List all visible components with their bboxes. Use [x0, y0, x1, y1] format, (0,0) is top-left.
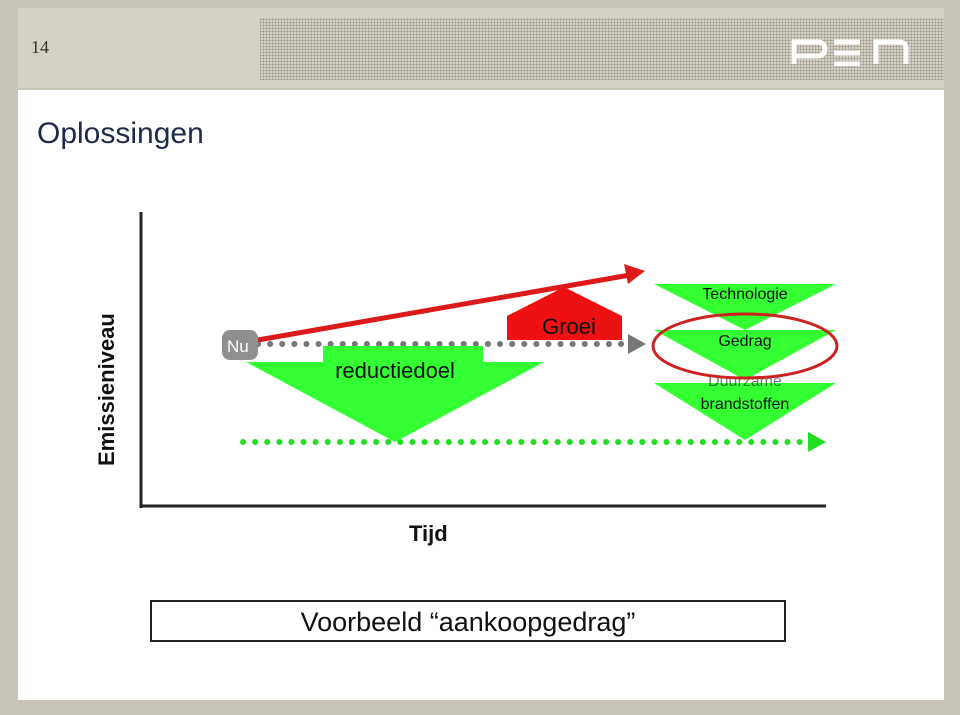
reduction-target-stem	[323, 346, 483, 364]
now-label: Nu	[227, 337, 249, 356]
technology-arrow	[654, 284, 836, 330]
fuels-label-line2: brandstoffen	[701, 396, 790, 413]
slide-title: Oplossingen	[37, 117, 204, 150]
target-level-arrowhead	[808, 432, 826, 452]
growth-trend-arrowhead	[624, 264, 645, 284]
reduction-target-label: reductiedoel	[335, 358, 455, 383]
reduction-target-arrow	[246, 362, 544, 442]
current-level-arrowhead	[628, 334, 646, 354]
behavior-label: Gedrag	[718, 333, 771, 350]
now-marker	[222, 330, 258, 360]
behavior-arrow	[654, 330, 836, 380]
example-box: Voorbeeld “aankoopgedrag”	[150, 600, 786, 642]
x-axis-label: Tijd	[409, 521, 448, 546]
fuels-arrow	[654, 383, 836, 440]
page-number: 14	[31, 37, 49, 57]
example-label: Voorbeeld “aankoopgedrag”	[300, 607, 636, 637]
y-axis-label: Emissieniveau	[94, 313, 119, 466]
behavior-highlight-ellipse	[651, 312, 839, 380]
growth-arrow-shape	[507, 287, 622, 340]
company-logo	[791, 39, 909, 66]
growth-trend-line	[257, 272, 631, 343]
technology-label: Technologie	[702, 286, 788, 303]
logo-band	[260, 18, 944, 80]
growth-label: Groei	[542, 314, 596, 339]
